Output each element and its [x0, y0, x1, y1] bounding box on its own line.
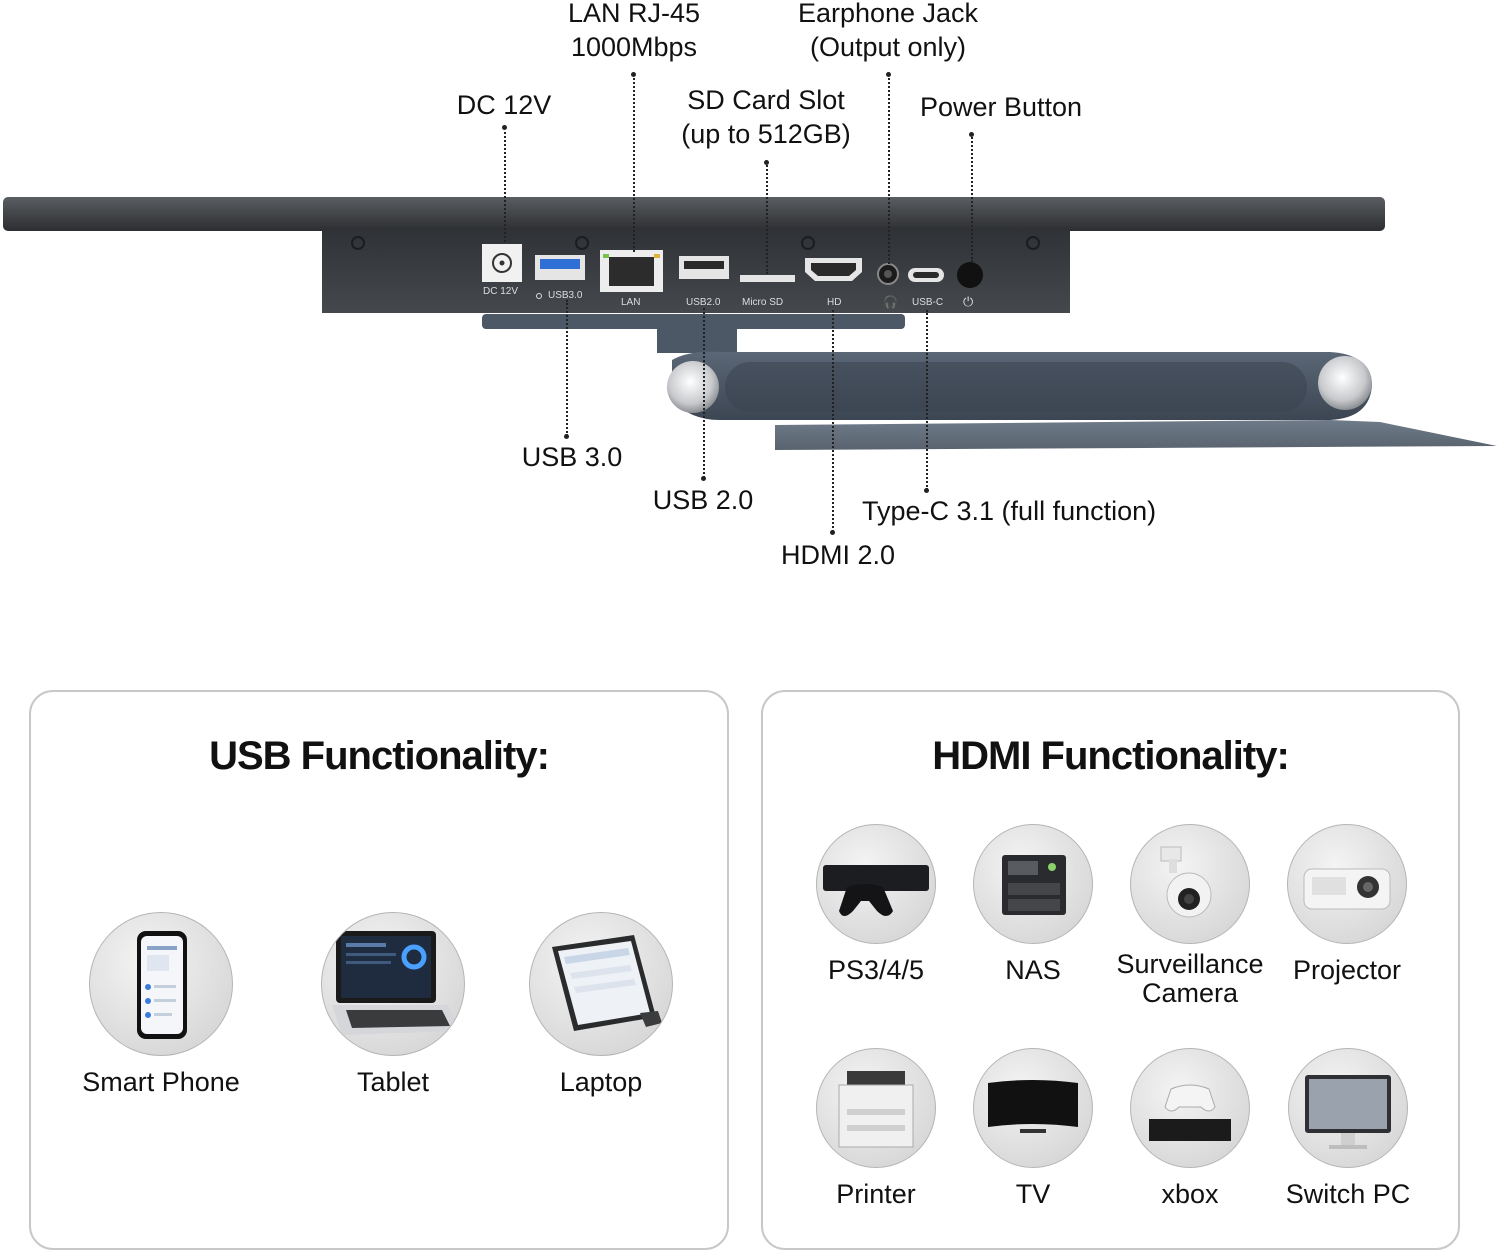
hinge-knob-left: [667, 361, 719, 413]
leader-dot-earphone: [886, 72, 891, 77]
svg-text:🎧: 🎧: [883, 295, 898, 309]
port-label-hd: HD: [827, 297, 842, 308]
device-ps: PS3/4/5: [806, 824, 946, 985]
game-console-icon: [816, 824, 936, 944]
xbox-icon: [1130, 1048, 1250, 1168]
smartphone-icon: [89, 912, 233, 1056]
device-xbox: xbox: [1120, 1048, 1260, 1209]
power-button: [957, 262, 983, 288]
callout-sd: SD Card Slot (up to 512GB): [681, 85, 851, 149]
leader-dot-dc: [502, 125, 507, 130]
device-label: Surveillance Camera: [1116, 949, 1264, 1008]
leader-dot-power: [969, 132, 974, 137]
port-label-usbc: USB-C: [912, 297, 944, 308]
screws: [351, 236, 1040, 250]
device-label: Switch PC: [1285, 1179, 1411, 1209]
callout-usb2: USB 2.0: [652, 485, 754, 515]
leader-usb3: [566, 300, 568, 436]
stand-neck: [657, 329, 737, 353]
port-label-lan: LAN: [621, 297, 641, 308]
device-switch-pc: Switch PC: [1268, 1048, 1428, 1209]
device-label: Smart Phone: [82, 1067, 240, 1097]
callout-usb3: USB 3.0: [521, 442, 623, 472]
port-label-usb2: USB2.0: [686, 297, 721, 308]
security-camera-icon: [1130, 824, 1250, 944]
stand-plate: [482, 314, 905, 329]
device-label: Projector: [1292, 955, 1402, 985]
hdmi-panel-title: HDMI Functionality:: [932, 734, 1290, 778]
usb-panel-title: USB Functionality:: [209, 734, 550, 778]
port-diagram: 🎧 ⏻ DC 12V USB3.0 LAN USB2.0 Micro SD HD…: [0, 0, 1500, 620]
port-label-dc: DC 12V: [483, 286, 519, 297]
leader-sd: [766, 162, 768, 274]
device-label: Tablet: [356, 1067, 430, 1097]
callout-lan: LAN RJ-45 1000Mbps: [567, 0, 701, 62]
callout-dc: DC 12V: [456, 90, 552, 120]
port-label-usb3: USB3.0: [548, 290, 583, 301]
monitor-icon: [1288, 1048, 1408, 1168]
callout-hdmi: HDMI 2.0: [780, 540, 896, 570]
device-smartphone: Smart Phone: [71, 912, 251, 1097]
device-surveillance-camera: Surveillance Camera: [1115, 824, 1265, 1008]
device-label: xbox: [1161, 1179, 1219, 1209]
usb-functionality-panel: USB Functionality: Smart Phone: [29, 690, 729, 1250]
monitor-illustration: 🎧 ⏻: [3, 197, 1497, 450]
svg-text:⏻: ⏻: [963, 295, 973, 310]
tv-icon: [973, 1048, 1093, 1168]
device-label: Printer: [836, 1179, 916, 1209]
leader-lan: [633, 74, 635, 252]
callout-power: Power Button: [919, 92, 1083, 122]
tablet-icon: [529, 912, 673, 1056]
device-printer: Printer: [806, 1048, 946, 1209]
device-label: PS3/4/5: [827, 955, 925, 985]
nas-icon: [973, 824, 1093, 944]
hinge-knob-right: [1318, 356, 1372, 410]
leader-hdmi: [832, 310, 834, 532]
hdmi-functionality-panel: HDMI Functionality: PS3/4/5 NAS: [761, 690, 1460, 1250]
leader-dot-usb2: [701, 476, 706, 481]
leader-dot-sd: [764, 160, 769, 165]
device-label: Laptop: [559, 1067, 643, 1097]
device-label: NAS: [1005, 955, 1061, 985]
leader-dot-typec: [924, 488, 929, 493]
device-laptop: Laptop: [511, 912, 691, 1097]
projector-icon: [1287, 824, 1407, 944]
leader-earphone: [888, 74, 890, 264]
leader-typec: [926, 310, 928, 490]
leader-dot-lan: [631, 72, 636, 77]
device-projector: Projector: [1277, 824, 1417, 985]
leader-usb2: [703, 308, 705, 478]
printer-icon: [816, 1048, 936, 1168]
device-tablet: Tablet: [303, 912, 483, 1097]
device-nas: NAS: [963, 824, 1103, 985]
port-label-microsd: Micro SD: [742, 297, 784, 308]
device-label: TV: [1015, 1179, 1051, 1209]
leader-dot-hdmi: [830, 530, 835, 535]
leader-dc: [504, 127, 506, 242]
leader-power: [971, 134, 973, 262]
laptop-icon: [321, 912, 465, 1056]
microsd-slot: [740, 275, 795, 282]
monitor-bezel: [3, 197, 1385, 231]
callout-typec: Type-C 3.1 (full function): [862, 496, 1157, 526]
device-tv: TV: [963, 1048, 1103, 1209]
stand-base: [775, 420, 1497, 450]
callout-earphone: Earphone Jack (Output only): [797, 0, 979, 62]
leader-dot-usb3: [564, 434, 569, 439]
